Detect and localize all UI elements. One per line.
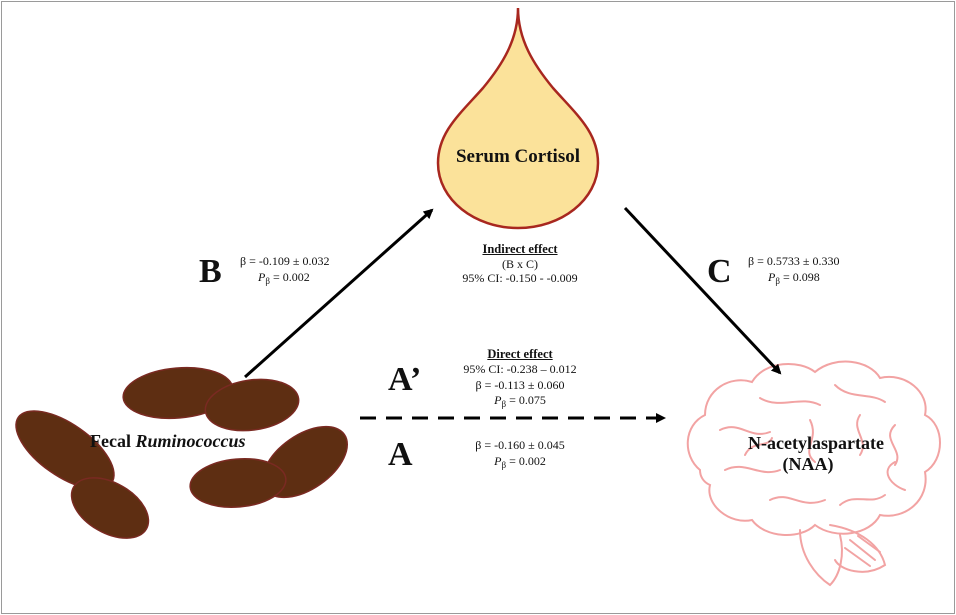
- bacterium-6: [189, 457, 287, 509]
- indirect-effect-title: Indirect effect: [482, 242, 558, 256]
- path-c-stats: β = 0.5733 ± 0.330 Pβ = 0.098: [748, 254, 839, 287]
- fecal-ruminococcus-label: Fecal Ruminococcus: [90, 431, 246, 452]
- indirect-effect-block: Indirect effect (B x C) 95% CI: -0.150 -…: [430, 242, 610, 286]
- path-b-stats: β = -0.109 ± 0.032 Pβ = 0.002: [240, 254, 329, 287]
- cortisol-drop-icon: [436, 7, 600, 230]
- path-c-p: Pβ = 0.098: [768, 269, 820, 286]
- path-c-beta: β = 0.5733 ± 0.330: [748, 254, 840, 268]
- path-b-beta: β = -0.109 ± 0.032: [240, 254, 330, 268]
- bacterium-2: [204, 378, 300, 432]
- path-a-beta: β = -0.160 ± 0.045: [475, 438, 565, 452]
- bacteria-cluster-icon: [15, 366, 349, 539]
- naa-label-line2: (NAA): [782, 454, 834, 474]
- indirect-effect-ci: 95% CI: -0.150 - -0.009: [462, 271, 578, 286]
- arrow-c: [623, 206, 782, 375]
- path-a-letter: A: [388, 436, 413, 473]
- indirect-effect-formula: (B x C): [502, 257, 538, 271]
- direct-effect-block: Direct effect 95% CI: -0.238 – 0.012 β =…: [442, 346, 598, 411]
- arrow-b: [244, 208, 434, 379]
- direct-effect-title: Direct effect: [487, 347, 553, 361]
- path-a-stats: β = -0.160 ± 0.045 Pβ = 0.002: [442, 438, 598, 471]
- path-c-letter: C: [707, 253, 732, 290]
- path-a-p: Pβ = 0.002: [494, 453, 546, 470]
- brain-icon: [686, 360, 941, 587]
- path-b-letter: B: [199, 253, 222, 290]
- bacterium-4: [70, 477, 150, 539]
- direct-effect-ci: 95% CI: -0.238 – 0.012: [463, 362, 577, 377]
- naa-label: N-acetylaspartate (NAA): [748, 433, 884, 475]
- direct-effect-beta: β = -0.113 ± 0.060: [475, 377, 565, 392]
- path-a-prime-letter: A’: [388, 361, 422, 398]
- fecal-word: Fecal: [90, 431, 131, 451]
- cortisol-label: Serum Cortisol: [455, 146, 580, 167]
- naa-label-line1: N-acetylaspartate: [748, 433, 884, 453]
- direct-effect-p: Pβ = 0.075: [494, 393, 546, 410]
- ruminococcus-word: Ruminococcus: [135, 431, 246, 451]
- path-b-p: Pβ = 0.002: [258, 269, 310, 286]
